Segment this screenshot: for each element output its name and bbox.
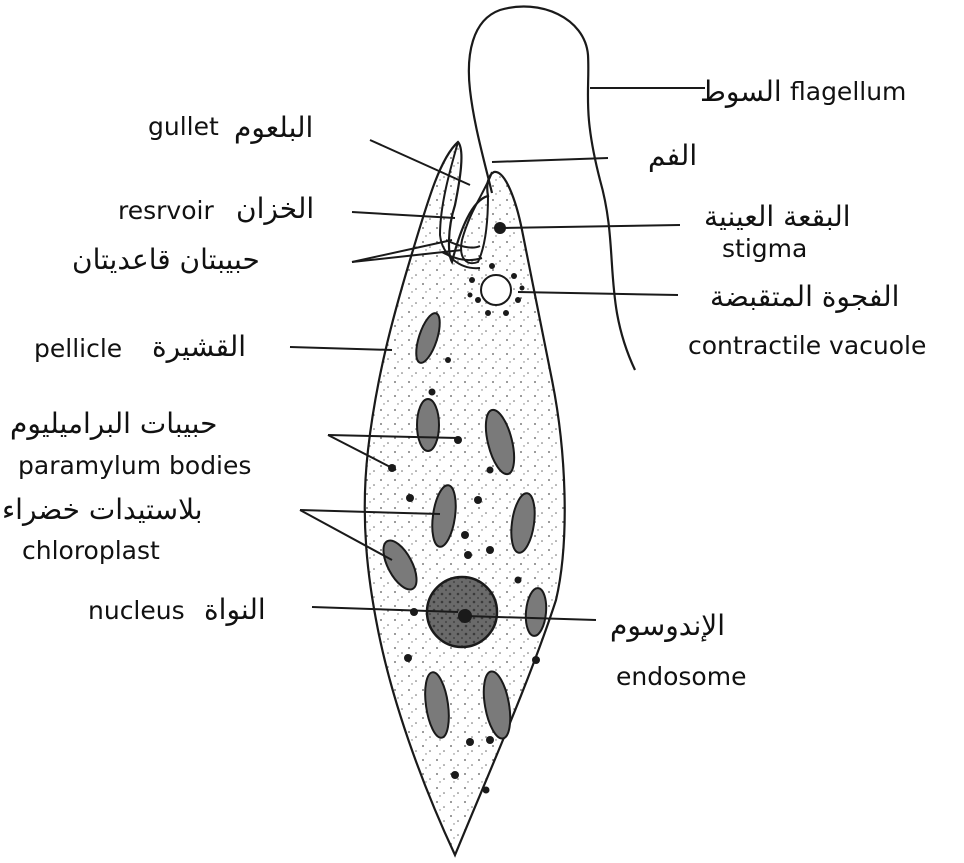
label-flagellum-ar: السوط	[700, 78, 782, 106]
label-flagellum-en: flagellum	[790, 79, 906, 104]
label-nucleus-en: nucleus	[88, 598, 185, 623]
label-reservoir-en: resrvoir	[118, 198, 214, 223]
label-reservoir-ar: الخزان	[236, 195, 314, 223]
label-vacuole-ar: الفجوة المتقبضة	[710, 283, 899, 311]
label-basal-granules-ar: حبيبتان قاعديتان	[72, 246, 260, 274]
label-gullet-en: gullet	[148, 114, 219, 139]
label-chloroplast-ar: بلاستيدات خضراء	[2, 496, 203, 524]
label-stigma-ar: البقعة العينية	[704, 203, 851, 231]
label-endosome-en: endosome	[616, 664, 746, 689]
cell-body	[365, 142, 565, 855]
label-mouth-ar: الفم	[648, 142, 697, 170]
label-gullet-ar: البلعوم	[234, 114, 313, 142]
label-vacuole-en: contractile vacuole	[688, 333, 926, 358]
label-endosome-ar: الإندوسوم	[610, 612, 725, 640]
label-pellicle-en: pellicle	[34, 336, 122, 361]
label-paramylum-en: paramylum bodies	[18, 453, 251, 478]
label-stigma-en: stigma	[722, 236, 807, 261]
label-chloroplast-en: chloroplast	[22, 538, 160, 563]
label-pellicle-ar: القشيرة	[152, 333, 246, 361]
label-nucleus-ar: النواة	[204, 596, 266, 624]
label-paramylum-ar: حبيبات البراميليوم	[10, 410, 217, 438]
contractile-vacuole	[481, 275, 511, 305]
